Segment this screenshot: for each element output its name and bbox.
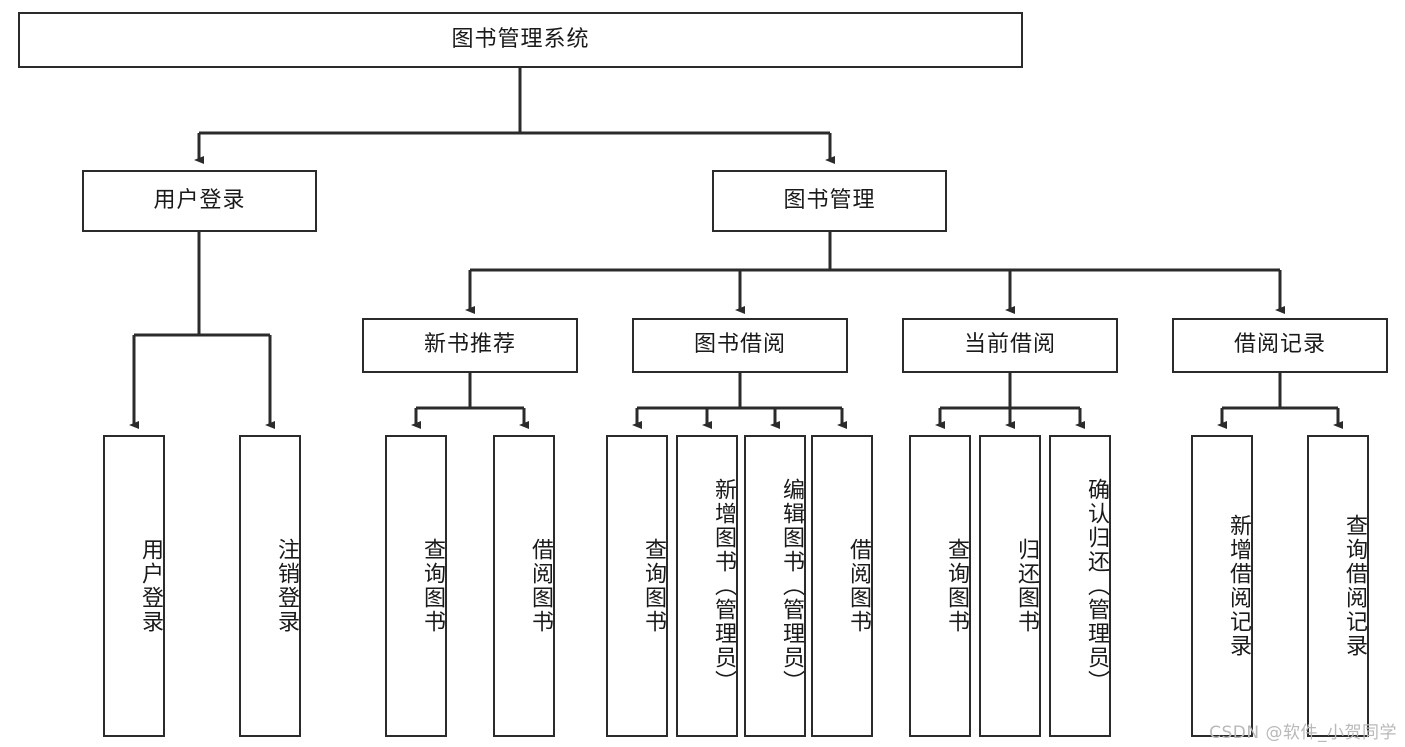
node-book-management[interactable]: 图书管理 [712,170,947,232]
leaf-current-borrow-confirm-return-admin[interactable]: 确认归还（管理员） [1049,435,1111,737]
node-root-book-management-system[interactable]: 图书管理系统 [18,12,1023,68]
node-label: 图书管理 [783,187,876,213]
node-label: 查询图书 [420,538,445,634]
leaf-book-borrow-add-book-admin[interactable]: 新增图书（管理员） [676,435,738,737]
node-label: 查询借阅记录 [1342,514,1367,658]
node-book-borrow[interactable]: 图书借阅 [632,318,848,373]
node-label: 归还图书 [1014,538,1039,634]
node-label: 图书管理系统 [451,26,590,52]
node-label: 新增借阅记录 [1226,514,1251,658]
node-label: 借阅图书 [846,538,871,634]
leaf-current-borrow-query-book[interactable]: 查询图书 [909,435,971,737]
leaf-current-borrow-return-book[interactable]: 归还图书 [979,435,1041,737]
leaf-book-borrow-edit-book-admin[interactable]: 编辑图书（管理员） [744,435,806,737]
node-label: 新增图书（管理员） [711,478,736,694]
leaf-user-login-login[interactable]: 用户登录 [103,435,165,737]
leaf-borrow-record-query-record[interactable]: 查询借阅记录 [1307,435,1369,737]
node-label: 借阅图书 [528,538,553,634]
watermark: CSDN @软件_小贺同学 [1209,723,1397,743]
node-label: 图书借阅 [693,332,786,358]
leaf-user-login-logout[interactable]: 注销登录 [239,435,301,737]
leaf-new-book-query-book[interactable]: 查询图书 [385,435,447,737]
node-label: 查询图书 [944,538,969,634]
leaf-new-book-borrow-book[interactable]: 借阅图书 [493,435,555,737]
node-new-book-recommend[interactable]: 新书推荐 [362,318,578,373]
leaf-borrow-record-add-record[interactable]: 新增借阅记录 [1191,435,1253,737]
node-label: 确认归还（管理员） [1084,478,1109,694]
node-label: 借阅记录 [1233,332,1326,358]
node-label: 当前借阅 [963,332,1056,358]
leaf-book-borrow-borrow-book[interactable]: 借阅图书 [811,435,873,737]
node-borrow-record[interactable]: 借阅记录 [1172,318,1388,373]
node-label: 用户登录 [138,538,163,634]
node-user-login[interactable]: 用户登录 [82,170,317,232]
node-label: 查询图书 [641,538,666,634]
leaf-book-borrow-query-book[interactable]: 查询图书 [606,435,668,737]
node-label: 注销登录 [274,538,299,634]
node-current-borrow[interactable]: 当前借阅 [902,318,1118,373]
node-label: 用户登录 [153,187,246,213]
node-label: 新书推荐 [423,332,516,358]
node-label: 编辑图书（管理员） [779,478,804,694]
